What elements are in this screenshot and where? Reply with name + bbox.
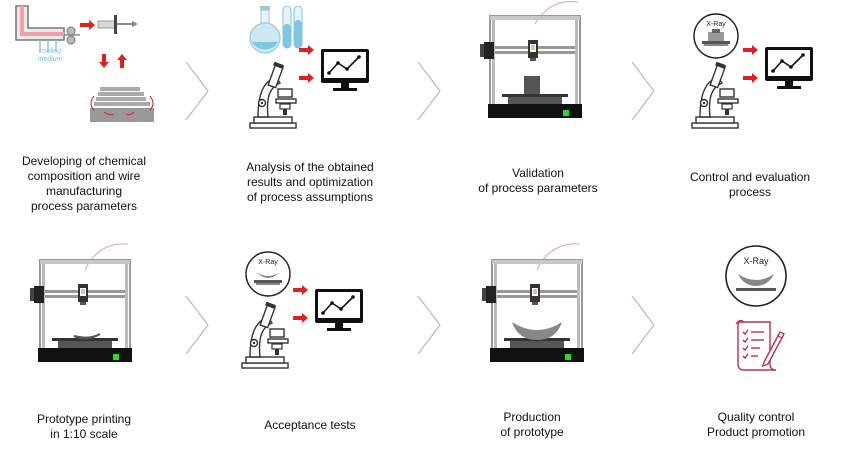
microscope-icon xyxy=(240,302,290,370)
monitor-chart-icon xyxy=(764,46,814,90)
arrow-right-icon xyxy=(742,72,760,84)
xray-icon: X-Ray xyxy=(244,250,292,298)
microscope-icon xyxy=(248,62,298,130)
step-4-caption: Control and evaluation process xyxy=(689,170,811,199)
step-6-caption: Acceptance tests xyxy=(264,418,356,432)
step-8-caption: Quality control Product promotion xyxy=(706,410,806,439)
xray-text: X-Ray xyxy=(743,256,769,266)
arrow-right-icon xyxy=(298,44,316,56)
chevron-right-icon xyxy=(416,294,442,356)
xray-icon: X-Ray xyxy=(692,12,740,60)
chevron-right-icon xyxy=(416,60,442,122)
step-5-caption: Prototype printing in 1:10 scale xyxy=(36,412,132,441)
arrow-right-icon xyxy=(292,312,310,324)
step-1-caption: Developing of chemical composition and w… xyxy=(21,154,147,213)
chevron-right-icon xyxy=(184,294,210,356)
step-7-caption: Production of prototype xyxy=(500,410,564,439)
cooling-medium-label: cooling medium xyxy=(37,48,63,63)
3d-printer-icon xyxy=(28,238,138,362)
3d-printer-icon xyxy=(480,238,590,362)
microscope-icon xyxy=(690,62,740,130)
arrow-right-icon xyxy=(298,72,316,84)
flask-icon xyxy=(248,6,282,54)
3d-printer-icon xyxy=(478,0,588,118)
test-tubes-icon xyxy=(282,6,304,52)
step-3-caption: Validation of process parameters xyxy=(478,166,598,195)
xray-icon: X-Ray xyxy=(724,244,788,308)
arrow-right-icon xyxy=(292,284,310,296)
document-icon xyxy=(734,318,786,372)
xray-text: X-Ray xyxy=(706,21,726,28)
chevron-right-icon xyxy=(630,294,656,356)
wire-extrusion-icon xyxy=(14,4,164,130)
monitor-chart-icon xyxy=(314,288,364,332)
monitor-chart-icon xyxy=(320,48,370,92)
xray-text: X-Ray xyxy=(258,259,278,266)
arrow-right-icon xyxy=(742,44,760,56)
step-2-caption: Analysis of the obtained results and opt… xyxy=(246,160,374,204)
chevron-right-icon xyxy=(630,60,656,122)
chevron-right-icon xyxy=(184,60,210,122)
